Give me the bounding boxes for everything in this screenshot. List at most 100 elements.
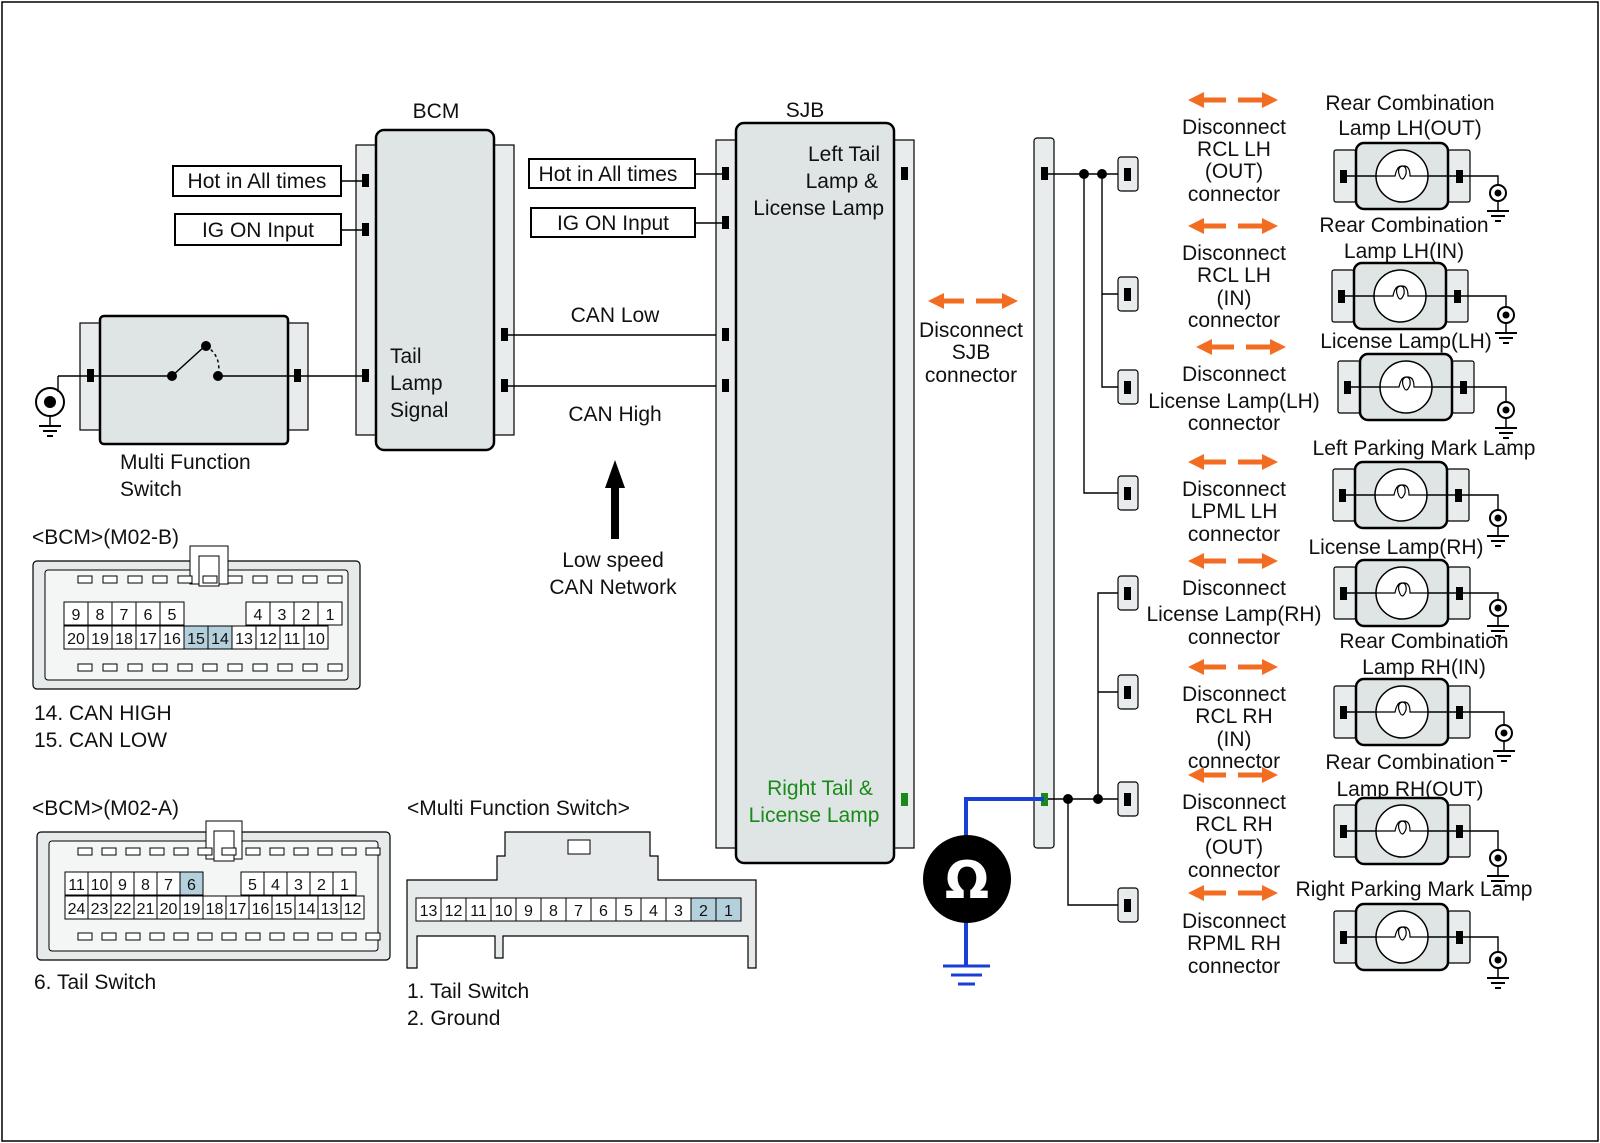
connector-pin-19: 19 [87,625,113,650]
harness-lamp-connector [1117,369,1139,405]
harness-lamp-connector [1117,276,1139,312]
svg-text:10: 10 [91,877,109,894]
disconnect-arrow-icon [1188,92,1278,108]
disconnect-label: RCL RH [1195,813,1272,836]
svg-text:5: 5 [248,877,257,894]
svg-text:13: 13 [420,903,438,920]
lamp-name: Rear Combination [1325,751,1494,774]
svg-text:13: 13 [321,901,339,918]
connector-pin-18: 18 [111,625,137,650]
connector-pin-24: 24 [64,895,89,920]
bcm-input-hot: Hot in All times [172,165,362,197]
disconnect-label: Disconnect [1182,363,1286,386]
lamp-body [1337,352,1475,422]
svg-text:7: 7 [574,903,583,920]
connector-pin-14: 14 [294,895,319,920]
svg-text:16: 16 [163,631,181,648]
disconnect-label: Disconnect [1182,791,1286,814]
connector-pin-6: 6 [590,897,617,922]
connector-pin-16: 16 [159,625,185,650]
ground-icon [1463,175,1509,221]
svg-text:5: 5 [624,903,633,920]
can-high-label: CAN High [568,403,661,426]
lamp-name: Rear Combination [1325,92,1494,115]
sjb-disconnect-label-2: SJB [952,341,991,364]
connector-pin-2: 2 [293,601,319,626]
svg-text:18: 18 [206,901,224,918]
disconnect-arrow-icon [1188,218,1278,234]
connector-m02b-note-1: 14. CAN HIGH [34,702,172,725]
harness-lamp-connector [1117,575,1139,611]
connector-pin-5: 5 [159,601,185,626]
bcm-signal-label-2: Lamp [390,372,443,395]
svg-text:8: 8 [96,607,105,624]
bulb-icon [1347,149,1456,203]
svg-text:12: 12 [259,631,277,648]
can-network-label-2: CAN Network [549,576,677,599]
connector-pin-22: 22 [110,895,135,920]
can-network-label-1: Low speed [562,549,664,572]
svg-text:2: 2 [302,607,311,624]
svg-text:6: 6 [144,607,153,624]
connector-pin-23: 23 [87,895,112,920]
connector-pin-3: 3 [665,897,692,922]
lamp-body [1333,796,1471,866]
disconnect-label: connector [1188,626,1280,649]
connector-pin-15: 15 [183,625,209,650]
connector-pin-14: 14 [207,625,233,650]
svg-text:16: 16 [252,901,270,918]
svg-text:7: 7 [164,877,173,894]
lamp-name: Lamp LH(OUT) [1338,117,1482,140]
svg-text:4: 4 [254,607,263,624]
svg-text:2: 2 [699,903,708,920]
sjb-right-tail-label-2: License Lamp [749,804,880,827]
bcm-title: BCM [413,100,460,123]
svg-text:7: 7 [120,607,129,624]
lamp-body [1333,558,1471,628]
disconnect-label: LPML LH [1191,500,1278,523]
svg-text:6: 6 [599,903,608,920]
bcm-input-ig: IG ON Input [174,213,362,246]
connector-pin-9: 9 [110,871,135,896]
disconnect-label: connector [1188,955,1280,978]
svg-text:21: 21 [137,901,155,918]
bcm-body [374,128,496,452]
svg-text:19: 19 [183,901,201,918]
sjb-disconnect-arrow-icon [928,293,1018,309]
svg-text:3: 3 [674,903,683,920]
svg-text:12: 12 [344,901,362,918]
switch-body [98,314,290,446]
ground-icon [1463,830,1509,886]
svg-text:12: 12 [445,903,463,920]
bcm-input-hot-label: Hot in All times [188,170,327,193]
lh-branch-wiring [1048,169,1124,494]
disconnect-label: connector [1188,750,1280,773]
rh-branch-wiring [1048,592,1124,906]
connector-pin-13: 13 [317,895,342,920]
disconnect-label: (IN) [1217,287,1252,310]
lamp-name: Lamp RH(OUT) [1336,778,1483,801]
svg-text:3: 3 [278,607,287,624]
svg-text:9: 9 [72,607,81,624]
switch-label-2: Switch [120,478,182,501]
connector-pin-18: 18 [202,895,227,920]
svg-text:17: 17 [139,631,157,648]
svg-text:18: 18 [115,631,133,648]
sjb-left-tail-label-1: Left Tail [808,143,880,166]
ground-icon [1467,386,1517,438]
multi-function-switch: Multi Function Switch [35,314,362,501]
ground-icon [1462,494,1509,546]
svg-text:4: 4 [271,877,280,894]
connector-pin-2: 2 [309,871,334,896]
lamp-body [1332,460,1470,530]
disconnect-label: connector [1188,859,1280,882]
can-low-label: CAN Low [571,304,661,327]
ground-icon [1463,592,1509,636]
disconnect-label: Disconnect [1182,242,1286,265]
disconnect-label: RPML RH [1187,932,1281,955]
connector-pin-11: 11 [279,625,305,650]
